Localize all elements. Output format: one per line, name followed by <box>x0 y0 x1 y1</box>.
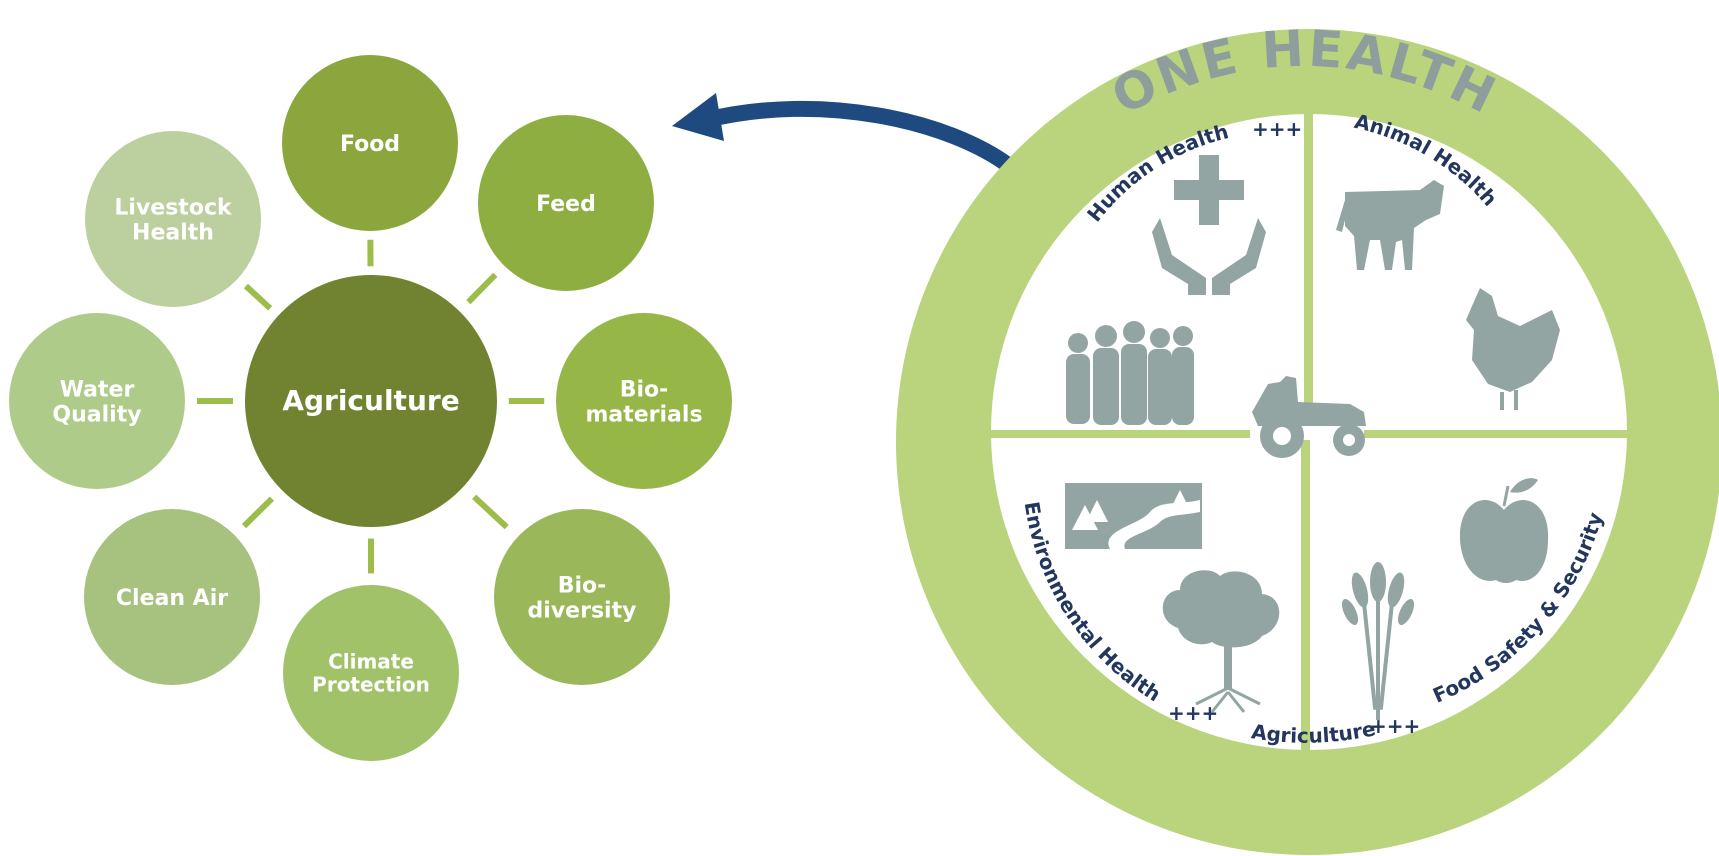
tree-icon <box>1162 570 1280 713</box>
cow-icon <box>1336 180 1444 270</box>
tractor-icon <box>1252 376 1366 458</box>
connector-feed <box>466 272 498 305</box>
node-circle-climate-protection <box>283 585 459 761</box>
node-circle-feed <box>478 115 654 291</box>
node-label-water-quality: Quality <box>52 402 141 427</box>
agriculture-center-label: Agriculture <box>282 384 459 417</box>
node-label-livestock-health: Health <box>132 220 214 245</box>
node-label-climate-protection: Climate <box>328 650 414 674</box>
node-label-biomaterials: materials <box>585 402 702 427</box>
chicken-icon <box>1466 288 1560 410</box>
node-label-biomaterials: Bio- <box>620 377 669 402</box>
outcome-nodes: FoodFeedBio-materialsBio-diversityClimat… <box>9 55 732 761</box>
one-health-wheel: ONE HEALTH Human Health +++ Animal Healt… <box>896 19 1719 855</box>
node-circle-biodiversity <box>494 509 670 685</box>
node-label-food: Food <box>340 132 400 157</box>
node-label-climate-protection: Protection <box>312 673 430 697</box>
hands-cross-icon <box>1152 155 1266 295</box>
node-biomaterials: Bio-materials <box>556 313 732 489</box>
node-circle-livestock-health <box>85 131 261 307</box>
one-health-inner-disc <box>991 114 1627 750</box>
apple-icon <box>1459 478 1549 583</box>
double-arrow-icon <box>672 93 1036 193</box>
node-label-biodiversity: diversity <box>528 598 637 623</box>
node-circle-water-quality <box>9 313 185 489</box>
plus-human: +++ <box>1252 117 1302 141</box>
node-circle-biomaterials <box>556 313 732 489</box>
node-label-biodiversity: Bio- <box>558 573 607 598</box>
agriculture-diagram: FoodFeedBio-materialsBio-diversityClimat… <box>9 55 732 761</box>
wheat-icon <box>1341 562 1415 720</box>
node-label-water-quality: Water <box>60 377 135 402</box>
node-biodiversity: Bio-diversity <box>494 509 670 685</box>
connector-livestock-health <box>243 283 273 311</box>
quadrant-dividers <box>990 105 1629 790</box>
connector-biodiversity <box>472 494 509 530</box>
node-circle-food <box>282 55 458 231</box>
connector-clean-air <box>241 496 275 529</box>
node-circle-clean-air <box>84 509 260 685</box>
people-group-icon <box>1066 321 1194 425</box>
node-clean-air: Clean Air <box>84 509 260 685</box>
agriculture-center-node: Agriculture <box>245 275 497 527</box>
node-label-feed: Feed <box>536 192 596 217</box>
node-feed: Feed <box>478 115 654 291</box>
connectors <box>197 239 545 574</box>
node-food: Food <box>282 55 458 231</box>
node-label-livestock-health: Livestock <box>114 195 233 220</box>
landscape-icon <box>1065 483 1202 549</box>
plus-environmental: +++ <box>1168 701 1218 725</box>
node-label-clean-air: Clean Air <box>116 586 228 611</box>
